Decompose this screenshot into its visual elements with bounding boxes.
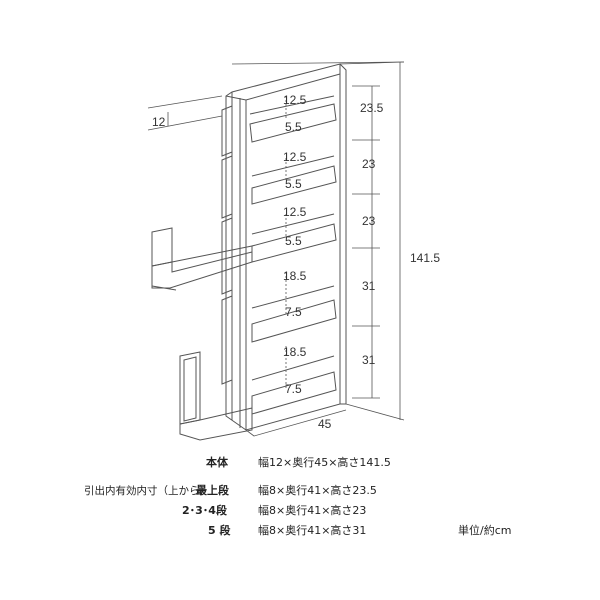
mid-tier-label: 2･3･4段 (182, 504, 227, 517)
dim-total-height: 141.5 (410, 251, 440, 265)
dim-depth: 45 (318, 417, 332, 431)
mid-tier-value: 幅8×奥行41×高さ23 (258, 504, 367, 517)
dim-tier3: 23 (362, 214, 376, 228)
unit-note: 単位/約cm (458, 524, 512, 537)
dim-tier2: 23 (362, 157, 376, 171)
left-side-panels (221, 105, 233, 385)
dim-tier1: 23.5 (360, 101, 384, 115)
dimension-lines (147, 61, 405, 437)
dim-shelf2-lower: 5.5 (285, 177, 302, 191)
bottom-tier-value: 幅8×奥行41×高さ31 (258, 524, 367, 537)
shelf-diagram: 12 12.5 5.5 12.5 5.5 12.5 5.5 18.5 7.5 1… (147, 61, 440, 441)
dim-shelf1-lower: 5.5 (285, 120, 302, 134)
bottom-tier-label: 5 段 (208, 524, 231, 537)
inner-caption: 引出内有効内寸（上から） (84, 485, 210, 497)
dim-tier4: 31 (362, 279, 376, 293)
pulled-drawer-bottom (179, 351, 253, 441)
body-label: 本体 (206, 456, 228, 469)
dim-shelf4-lower: 7.5 (285, 305, 302, 319)
dim-shelf5-inner: 18.5 (283, 345, 307, 359)
dim-tier5: 31 (362, 353, 376, 367)
dim-shelf1-inner: 12.5 (283, 93, 307, 107)
dim-side-depth: 12 (152, 115, 166, 129)
pulled-drawer-middle (151, 227, 253, 291)
dim-shelf5-lower: 7.5 (285, 382, 302, 396)
top-tier-value: 幅8×奥行41×高さ23.5 (258, 484, 377, 497)
dim-shelf3-lower: 5.5 (285, 234, 302, 248)
dim-shelf3-inner: 12.5 (283, 205, 307, 219)
dim-shelf4-inner: 18.5 (283, 269, 307, 283)
body-value: 幅12×奥行45×高さ141.5 (258, 456, 391, 469)
dim-shelf2-inner: 12.5 (283, 150, 307, 164)
top-tier-label: 最上段 (196, 484, 229, 497)
drawer-trays (249, 95, 337, 415)
